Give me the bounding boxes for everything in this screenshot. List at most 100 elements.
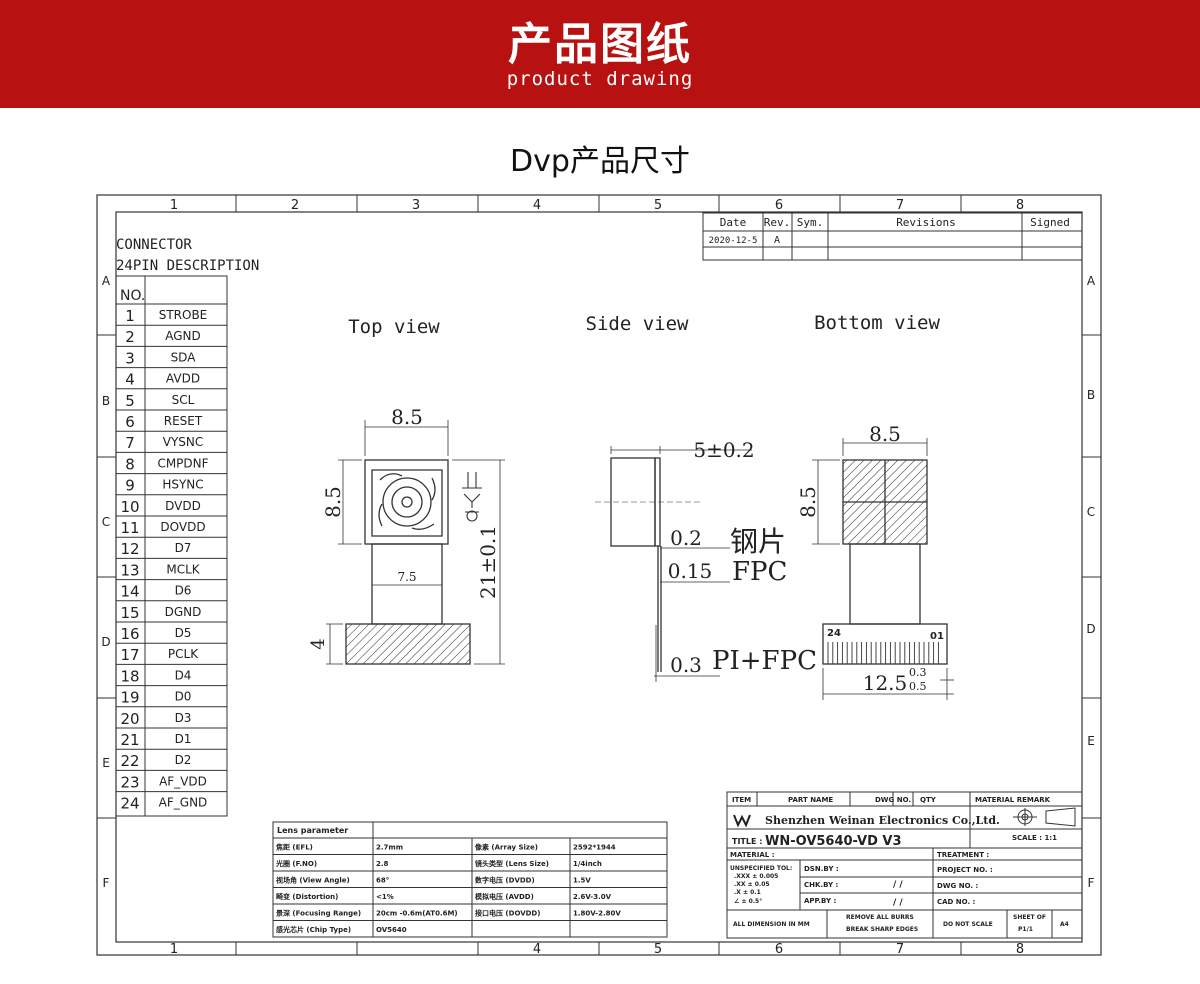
lens-cell-v2: 2.6V-3.0V xyxy=(573,893,612,901)
pin-number: 11 xyxy=(120,519,139,537)
lens-cell-k1: 焦距 (EFL) xyxy=(275,843,313,852)
tb-header-material: MATERIAL REMARK xyxy=(975,796,1051,804)
pin-name: AVDD xyxy=(166,372,200,386)
bottom-height-dim: 8.5 xyxy=(796,486,820,518)
row-label-e-right: E xyxy=(1087,734,1095,748)
pin-name: RESET xyxy=(164,414,203,428)
lens-cell-v2: 1/4inch xyxy=(573,860,602,868)
row-label-f-right: F xyxy=(1088,876,1095,890)
pin-name: D6 xyxy=(175,584,192,598)
lens-cell-k1: 视场角 (View Angle) xyxy=(276,876,350,885)
lens-cell-v1: 2.8 xyxy=(376,860,389,868)
pin-name: AGND xyxy=(165,329,201,343)
pin-number: 20 xyxy=(120,710,139,728)
lens-cell-k1: 光圈 (F.NO) xyxy=(275,859,317,868)
top-total-length-dim: 21±0.1 xyxy=(476,525,500,599)
rev-header-revisions: Revisions xyxy=(896,216,956,229)
pin-name: HSYNC xyxy=(162,478,203,492)
side-view-labels: 5±0.2 0.2 0.15 0.3 钢片 FPC PI+FPC xyxy=(668,438,817,677)
lens-cell-k1: 感光芯片 (Chip Type) xyxy=(276,925,351,934)
tb-header-item: ITEM xyxy=(732,796,751,804)
pin-name: D7 xyxy=(175,541,192,555)
lens-cell-k2: 模拟电压 (AVDD) xyxy=(475,892,534,901)
rev-rev-value: A xyxy=(774,235,780,246)
side-pi-fpc-dim: 0.3 xyxy=(670,653,702,677)
lens-cell-k2: 数字电压 (DVDD) xyxy=(475,876,535,885)
pin-name: AF_VDD xyxy=(159,774,207,788)
tb-scale: SCALE : 1:1 xyxy=(1012,834,1057,842)
pin-24-label: 24 xyxy=(827,628,841,639)
rev-header-sym: Sym. xyxy=(797,216,824,229)
pin-name: SCL xyxy=(172,393,195,407)
rev-header-date: Date xyxy=(720,216,747,229)
lens-cell-v1: <1% xyxy=(376,893,394,901)
label-pi-fpc: PI+FPC xyxy=(712,646,817,676)
connector-subtitle: 24PIN DESCRIPTION xyxy=(116,258,259,274)
pin-number: 23 xyxy=(120,773,139,791)
top-width-dim: 8.5 xyxy=(391,405,423,429)
row-label-d-right: D xyxy=(1086,622,1095,636)
col-label-6-bottom: 6 xyxy=(775,942,783,957)
lens-cell-k1: 景深 (Focusing Range) xyxy=(275,909,361,918)
pin-number: 10 xyxy=(120,498,139,516)
col-label-1: 1 xyxy=(170,198,178,213)
top-view-labels: 8.5 8.5 7.5 21±0.1 4 xyxy=(308,405,500,650)
row-label-e: E xyxy=(102,756,110,770)
tb-sheet-of: SHEET OF xyxy=(1013,914,1046,921)
pin-name: SDA xyxy=(171,350,197,364)
pin-name: AF_GND xyxy=(159,796,208,810)
tb-title-label: TITLE : xyxy=(732,837,762,846)
rev-header-signed: Signed xyxy=(1030,216,1070,229)
tb-paper: A4 xyxy=(1060,921,1069,928)
lens-cell-k2: 像素 (Array Size) xyxy=(474,843,538,852)
pin-number: 17 xyxy=(120,646,139,664)
lens-cell-k1: 畸变 (Distortion) xyxy=(276,892,338,901)
row-label-d: D xyxy=(101,635,110,649)
tb-chk: CHK.BY : xyxy=(804,881,839,889)
lens-cell-v2: 1.5V xyxy=(573,877,591,885)
pin-name: D1 xyxy=(175,732,192,746)
bottom-tol-minus: 0.5 xyxy=(909,680,927,693)
col-label-3: 3 xyxy=(412,198,420,213)
col-label-5-bottom: 5 xyxy=(654,942,662,957)
pin-number: 19 xyxy=(120,689,139,707)
lens-cell-k2: 接口电压 (DOVDD) xyxy=(475,909,540,918)
tb-header-qty: QTY xyxy=(920,796,937,804)
pin-number: 12 xyxy=(120,540,139,558)
pin-name: VYSNC xyxy=(163,435,204,449)
tb-tol-4: ∠ ± 0.5° xyxy=(734,898,762,905)
tb-company: Shenzhen Weinan Electronics Co.,Ltd. xyxy=(765,814,1000,827)
side-steel-dim: 0.2 xyxy=(670,526,702,550)
bottom-width-dim: 8.5 xyxy=(869,422,901,446)
pin-01-label: 01 xyxy=(930,631,944,642)
side-view-title: Side view xyxy=(586,313,690,335)
top-height-dim: 8.5 xyxy=(321,486,345,518)
pin-name: D4 xyxy=(175,668,192,682)
pin-number: 3 xyxy=(125,349,135,367)
lens-cell-v1: OV5640 xyxy=(376,926,407,934)
lens-cell-v2: 2592*1944 xyxy=(573,844,616,852)
pin-number: 5 xyxy=(125,392,135,410)
pin-name: STROBE xyxy=(159,308,208,322)
pin-number: 2 xyxy=(125,328,135,346)
connector-title: CONNECTOR xyxy=(116,237,192,253)
col-label-8: 8 xyxy=(1016,198,1024,213)
pin-name: MCLK xyxy=(166,562,200,576)
pin-name: DVDD xyxy=(165,499,201,513)
tb-tol-3: .X ± 0.1 xyxy=(734,889,761,896)
pin-name: CMPDNF xyxy=(157,456,208,470)
top-view-title: Top view xyxy=(348,316,440,338)
col-label-8-bottom: 8 xyxy=(1016,942,1024,957)
side-thickness-dim: 5±0.2 xyxy=(693,438,754,462)
pin-number: 9 xyxy=(125,477,135,495)
bottom-view-drawing xyxy=(812,438,954,700)
tb-apr: APP.BY : xyxy=(804,897,837,905)
col-label-1-bottom: 1 xyxy=(170,942,178,957)
pin-number: 6 xyxy=(125,413,135,431)
tb-dims-mm: ALL DIMENSION IN MM xyxy=(733,921,810,928)
tb-header-dwg: DWG NO. xyxy=(875,796,911,804)
lens-cell-v1: 68° xyxy=(376,877,389,885)
label-steel: 钢片 xyxy=(730,525,786,558)
